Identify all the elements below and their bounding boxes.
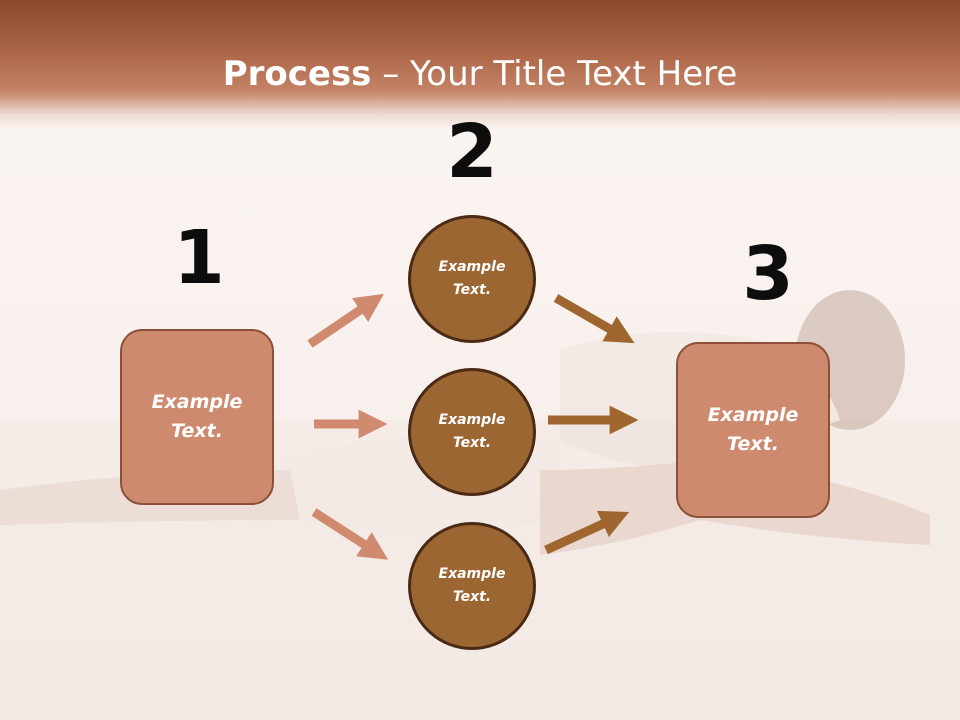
arrow-1-to-bottom <box>311 508 389 560</box>
step-2-circle-bottom: Example Text. <box>408 522 536 650</box>
step-number-1: 1 <box>173 215 225 301</box>
arrow-top-to-3 <box>553 294 635 344</box>
circle-middle-text: Example Text. <box>438 412 506 451</box>
circle-top-text: Example Text. <box>438 259 506 298</box>
circle-bottom-text: Example Text. <box>438 566 506 605</box>
page-title: Process – Your Title Text Here <box>0 52 960 96</box>
step-number-3: 3 <box>742 231 794 317</box>
step-2-circle-top: Example Text. <box>408 215 536 343</box>
step-3-text: Example Text. <box>707 404 799 455</box>
step-1-text: Example Text. <box>151 391 243 442</box>
arrow-1-to-top <box>307 293 384 348</box>
step-number-2: 2 <box>446 109 498 195</box>
arrow-bottom-to-3 <box>544 510 630 555</box>
title-bold: Process <box>222 54 372 94</box>
step-3-box: Example Text. <box>676 342 830 518</box>
step-2-circle-middle: Example Text. <box>408 368 536 496</box>
step-1-box: Example Text. <box>120 329 274 505</box>
title-rest: – Your Title Text Here <box>371 54 738 94</box>
title-bar <box>0 0 960 130</box>
